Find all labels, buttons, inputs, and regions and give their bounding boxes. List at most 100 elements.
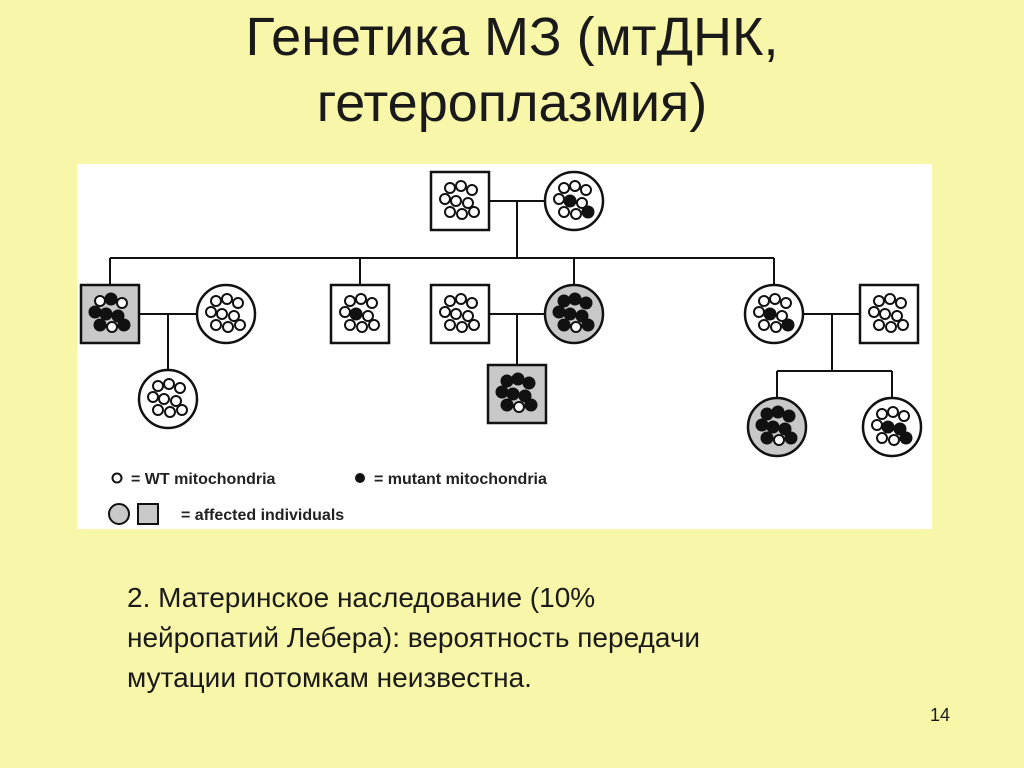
mutant-mitochondrion xyxy=(104,292,118,306)
wt-mitochondrion xyxy=(450,308,462,320)
wt-mitochondrion xyxy=(439,306,451,318)
individual-son-1-spouse xyxy=(195,283,257,345)
wt-mitochondrion xyxy=(879,308,891,320)
wt-mitochondrion xyxy=(876,408,888,420)
wt-mitochondrion xyxy=(355,293,367,305)
page-number: 14 xyxy=(930,705,951,725)
wt-mitochondrion xyxy=(897,319,909,331)
wt-mitochondrion xyxy=(210,295,222,307)
title-line-1: Генетика МЗ (мтДНК, xyxy=(245,7,779,67)
wt-mitochondrion xyxy=(462,197,474,209)
wt-mitochondrion xyxy=(152,380,164,392)
wt-mitochondrion xyxy=(444,295,456,307)
wt-mitochondrion xyxy=(758,295,770,307)
mutant-mitochondrion xyxy=(500,374,514,388)
wt-mitochondrion xyxy=(871,419,883,431)
mutant-mitochondrion xyxy=(563,194,577,208)
wt-mitochondrion xyxy=(147,391,159,403)
legend-affected-square xyxy=(137,503,159,525)
mutant-mitochondrion xyxy=(495,385,509,399)
mutant-mitochondrion xyxy=(579,296,593,310)
mutant-mitochondrion xyxy=(766,420,780,434)
individual-daughter-2 xyxy=(743,283,805,345)
wt-mitochondrion xyxy=(769,293,781,305)
wt-mitochondrion xyxy=(898,410,910,422)
mutant-mitochondrion xyxy=(563,307,577,321)
wt-mitochondrion xyxy=(174,382,186,394)
wt-mitochondrion xyxy=(868,306,880,318)
mutant-mitochondrion xyxy=(557,294,571,308)
mutant-mitochondrion xyxy=(506,387,520,401)
wt-mitochondrion xyxy=(468,206,480,218)
mutant-mitochondrion xyxy=(782,409,796,423)
wt-mitochondrion xyxy=(439,193,451,205)
individual-daughter-2-daughter-2 xyxy=(861,396,923,458)
wt-mitochondrion xyxy=(344,319,356,331)
wt-mitochondrion xyxy=(466,297,478,309)
note-line-3: мутации потомкам неизвестна. xyxy=(127,662,532,693)
mutant-mitochondrion xyxy=(581,205,595,219)
wt-mitochondrion xyxy=(176,404,188,416)
wt-mitochondrion xyxy=(210,319,222,331)
wt-mitochondrion xyxy=(444,206,456,218)
legend: = WT mitochondria = mutant mitochondria … xyxy=(108,471,547,525)
wt-mitochondrion xyxy=(570,321,582,333)
individual-son-2 xyxy=(329,283,391,345)
wt-mitochondrion xyxy=(887,406,899,418)
individual-grandfather xyxy=(429,170,491,232)
wt-mitochondrion xyxy=(170,395,182,407)
wt-mitochondrion xyxy=(444,319,456,331)
individual-daughter-1-son xyxy=(486,363,548,425)
wt-mitochondrion xyxy=(94,295,106,307)
wt-mitochondrion xyxy=(221,293,233,305)
wt-mitochondrion xyxy=(366,297,378,309)
individual-daughter-1-spouse xyxy=(429,283,491,345)
mutant-mitochondrion xyxy=(763,307,777,321)
mutant-mitochondrion xyxy=(760,431,774,445)
mutant-mitochondrion xyxy=(111,309,125,323)
wt-mitochondrion xyxy=(462,310,474,322)
wt-mitochondrion xyxy=(466,184,478,196)
wt-mitochondrion xyxy=(576,197,588,209)
wt-mitochondrion xyxy=(884,293,896,305)
pedigree-lines xyxy=(109,200,893,399)
mutant-mitochondrion xyxy=(500,398,514,412)
individuals-layer xyxy=(79,170,923,458)
wt-mitochondrion xyxy=(773,434,785,446)
mutant-mitochondrion xyxy=(522,376,536,390)
wt-mitochondrion xyxy=(228,310,240,322)
note-text: 2. Материнское наследование (10% нейропа… xyxy=(127,578,847,698)
wt-mitochondrion xyxy=(158,393,170,405)
wt-mitochondrion xyxy=(770,321,782,333)
mutant-mitochondrion xyxy=(784,431,798,445)
mutant-mitochondrion xyxy=(581,318,595,332)
wt-mitochondrion xyxy=(344,295,356,307)
individual-daughter-2-daughter-1 xyxy=(746,396,808,458)
wt-mitochondrion xyxy=(891,310,903,322)
wt-mitochondrion xyxy=(776,310,788,322)
wt-mitochondrion xyxy=(580,184,592,196)
mutant-mitochondrion xyxy=(349,307,363,321)
wt-mitochondrion xyxy=(232,297,244,309)
wt-mitochondrion xyxy=(222,321,234,333)
mutant-mitochondrion xyxy=(518,389,532,403)
mutant-mitochondrion xyxy=(93,318,107,332)
individual-son-1-daughter xyxy=(137,368,199,430)
wt-mitochondrion xyxy=(888,434,900,446)
note-line-2: нейропатий Лебера): вероятность передачи xyxy=(127,622,701,653)
wt-mitochondrion xyxy=(152,404,164,416)
mutant-mitochondrion xyxy=(557,318,571,332)
legend-mutant-symbol xyxy=(355,473,365,483)
wt-mitochondrion xyxy=(216,308,228,320)
note-line-1: 2. Материнское наследование (10% xyxy=(127,582,596,613)
wt-mitochondrion xyxy=(356,321,368,333)
slide-title: Генетика МЗ (мтДНК, гетероплазмия) xyxy=(0,4,1024,136)
wt-mitochondrion xyxy=(873,319,885,331)
wt-mitochondrion xyxy=(558,182,570,194)
wt-mitochondrion xyxy=(468,319,480,331)
legend-mutant-label: = mutant mitochondria xyxy=(374,471,547,488)
wt-mitochondrion xyxy=(570,208,582,220)
wt-mitochondrion xyxy=(368,319,380,331)
wt-mitochondrion xyxy=(885,321,897,333)
wt-mitochondrion xyxy=(205,306,217,318)
